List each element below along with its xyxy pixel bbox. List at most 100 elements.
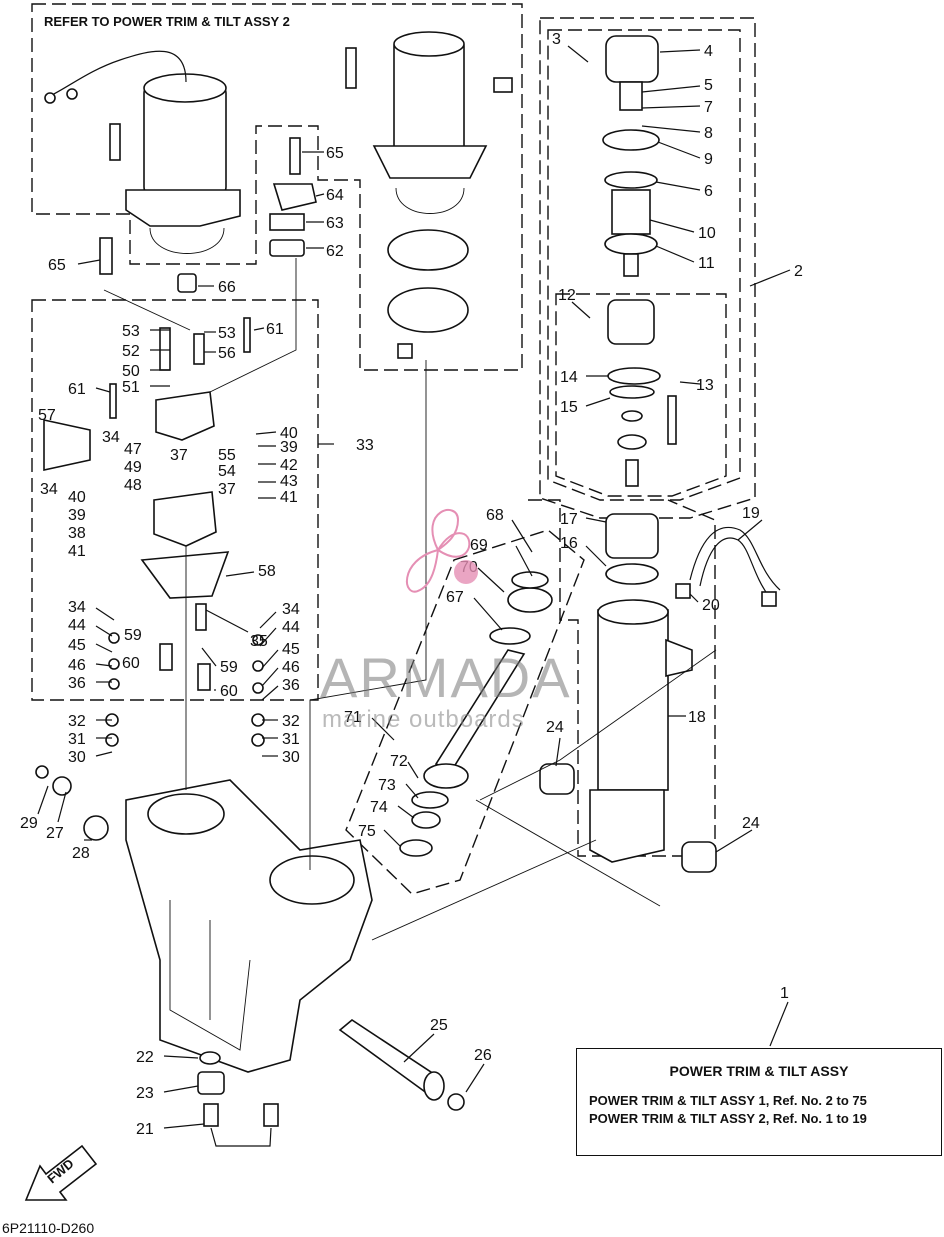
bushings-24 xyxy=(539,763,717,873)
legend-box: POWER TRIM & TILT ASSY POWER TRIM & TILT… xyxy=(576,1048,942,1156)
callout-31-b: 31 xyxy=(282,731,300,748)
callout-34-d: 34 xyxy=(282,601,300,618)
callout-12: 12 xyxy=(558,287,576,304)
callout-65-lower: 65 xyxy=(48,257,66,274)
callout-19: 19 xyxy=(742,505,760,522)
callout-33: 33 xyxy=(356,437,374,454)
callout-16: 16 xyxy=(560,535,578,552)
callout-26: 26 xyxy=(474,1047,492,1064)
callout-45-b: 45 xyxy=(282,641,300,658)
callout-66: 66 xyxy=(218,279,236,296)
callout-24-upper: 24 xyxy=(546,719,564,736)
assy2-motor-group-boundary xyxy=(31,3,523,371)
callout-25: 25 xyxy=(430,1017,448,1034)
watermark-propeller-icon xyxy=(405,509,478,593)
callout-46-b: 46 xyxy=(282,659,300,676)
callout-40-a: 40 xyxy=(280,425,298,442)
valve-body-group xyxy=(43,317,265,747)
piston-assembly xyxy=(602,35,677,585)
callout-67: 67 xyxy=(446,589,464,606)
callout-44-b: 44 xyxy=(282,619,300,636)
legend-line-assy1: POWER TRIM & TILT ASSY 1, Ref. No. 2 to … xyxy=(589,1093,867,1108)
callout-56: 56 xyxy=(218,345,236,362)
callout-18: 18 xyxy=(688,709,706,726)
reservoir-tank xyxy=(345,31,513,359)
callout-34-a: 34 xyxy=(102,429,120,446)
callout-64: 64 xyxy=(326,187,344,204)
callout-29: 29 xyxy=(20,815,38,832)
callout-14: 14 xyxy=(560,369,578,386)
callout-72: 72 xyxy=(390,753,408,770)
cylinder-group-boundary xyxy=(528,499,716,857)
callout-37-a: 37 xyxy=(170,447,188,464)
callout-24-lower: 24 xyxy=(742,815,760,832)
leader-lines xyxy=(37,45,791,1129)
callout-10: 10 xyxy=(698,225,716,242)
callout-1: 1 xyxy=(780,985,789,1002)
callout-41-a: 41 xyxy=(280,489,298,506)
fwd-arrow-icon: FWD xyxy=(24,1144,98,1201)
callout-62: 62 xyxy=(326,243,344,260)
lower-parts xyxy=(197,1019,465,1147)
callout-20: 20 xyxy=(702,597,720,614)
callout-32-a: 32 xyxy=(68,713,86,730)
callout-74: 74 xyxy=(370,799,388,816)
trim-ram-group-boundary xyxy=(345,529,585,895)
trim-motor-assy-2 xyxy=(44,50,241,254)
callout-36-a: 36 xyxy=(68,675,86,692)
callout-48: 48 xyxy=(124,477,142,494)
callout-50: 50 xyxy=(122,363,140,380)
callout-34-b: 34 xyxy=(40,481,58,498)
callout-55: 55 xyxy=(218,447,236,464)
callout-32-b: 32 xyxy=(282,713,300,730)
callout-75: 75 xyxy=(358,823,376,840)
callout-15: 15 xyxy=(560,399,578,416)
callout-49: 49 xyxy=(124,459,142,476)
callout-9: 9 xyxy=(704,151,713,168)
callout-60-b: 60 xyxy=(220,683,238,700)
callout-21: 21 xyxy=(136,1121,154,1138)
callout-40-b: 40 xyxy=(68,489,86,506)
callout-41-b: 41 xyxy=(68,543,86,560)
callout-23: 23 xyxy=(136,1085,154,1102)
callout-39-b: 39 xyxy=(68,507,86,524)
callout-51: 51 xyxy=(122,379,140,396)
piston-group-boundary xyxy=(539,17,756,519)
callout-3: 3 xyxy=(552,31,561,48)
callout-47: 47 xyxy=(124,441,142,458)
callout-59-b: 59 xyxy=(220,659,238,676)
callout-4: 4 xyxy=(704,43,713,60)
callout-7: 7 xyxy=(704,99,713,116)
valve-body-group-boundary xyxy=(31,299,319,701)
piston-subgroup-boundary xyxy=(547,29,741,501)
callout-60-a: 60 xyxy=(122,655,140,672)
callout-58: 58 xyxy=(258,563,276,580)
callout-17: 17 xyxy=(560,511,578,528)
callout-61-right: 61 xyxy=(266,321,284,338)
callout-labels: 1 2 3 4 5 7 8 9 6 10 11 12 13 14 15 17 1… xyxy=(20,31,803,1138)
callout-5: 5 xyxy=(704,77,713,94)
callout-27: 27 xyxy=(46,825,64,842)
callout-53-left: 53 xyxy=(122,323,140,340)
callout-13: 13 xyxy=(696,377,714,394)
callout-31-a: 31 xyxy=(68,731,86,748)
callout-57: 57 xyxy=(38,407,56,424)
watermark-subtitle: marine outboards xyxy=(322,706,525,733)
callout-11: 11 xyxy=(698,255,715,272)
callout-34-c: 34 xyxy=(68,599,86,616)
callout-54: 54 xyxy=(218,463,236,480)
callout-22: 22 xyxy=(136,1049,154,1066)
filter-parts-62-65 xyxy=(99,137,317,293)
callout-28: 28 xyxy=(72,845,90,862)
callout-73: 73 xyxy=(378,777,396,794)
watermark-title: ARMADA xyxy=(320,646,572,709)
callout-63: 63 xyxy=(326,215,344,232)
tilt-cylinder xyxy=(589,526,781,863)
callout-61-left: 61 xyxy=(68,381,86,398)
connection-lines xyxy=(103,258,717,941)
callout-39-a: 39 xyxy=(280,439,298,456)
callout-35: 35 xyxy=(250,633,268,650)
main-housing xyxy=(35,765,373,1073)
callout-8: 8 xyxy=(704,125,713,142)
callout-42: 42 xyxy=(280,457,298,474)
